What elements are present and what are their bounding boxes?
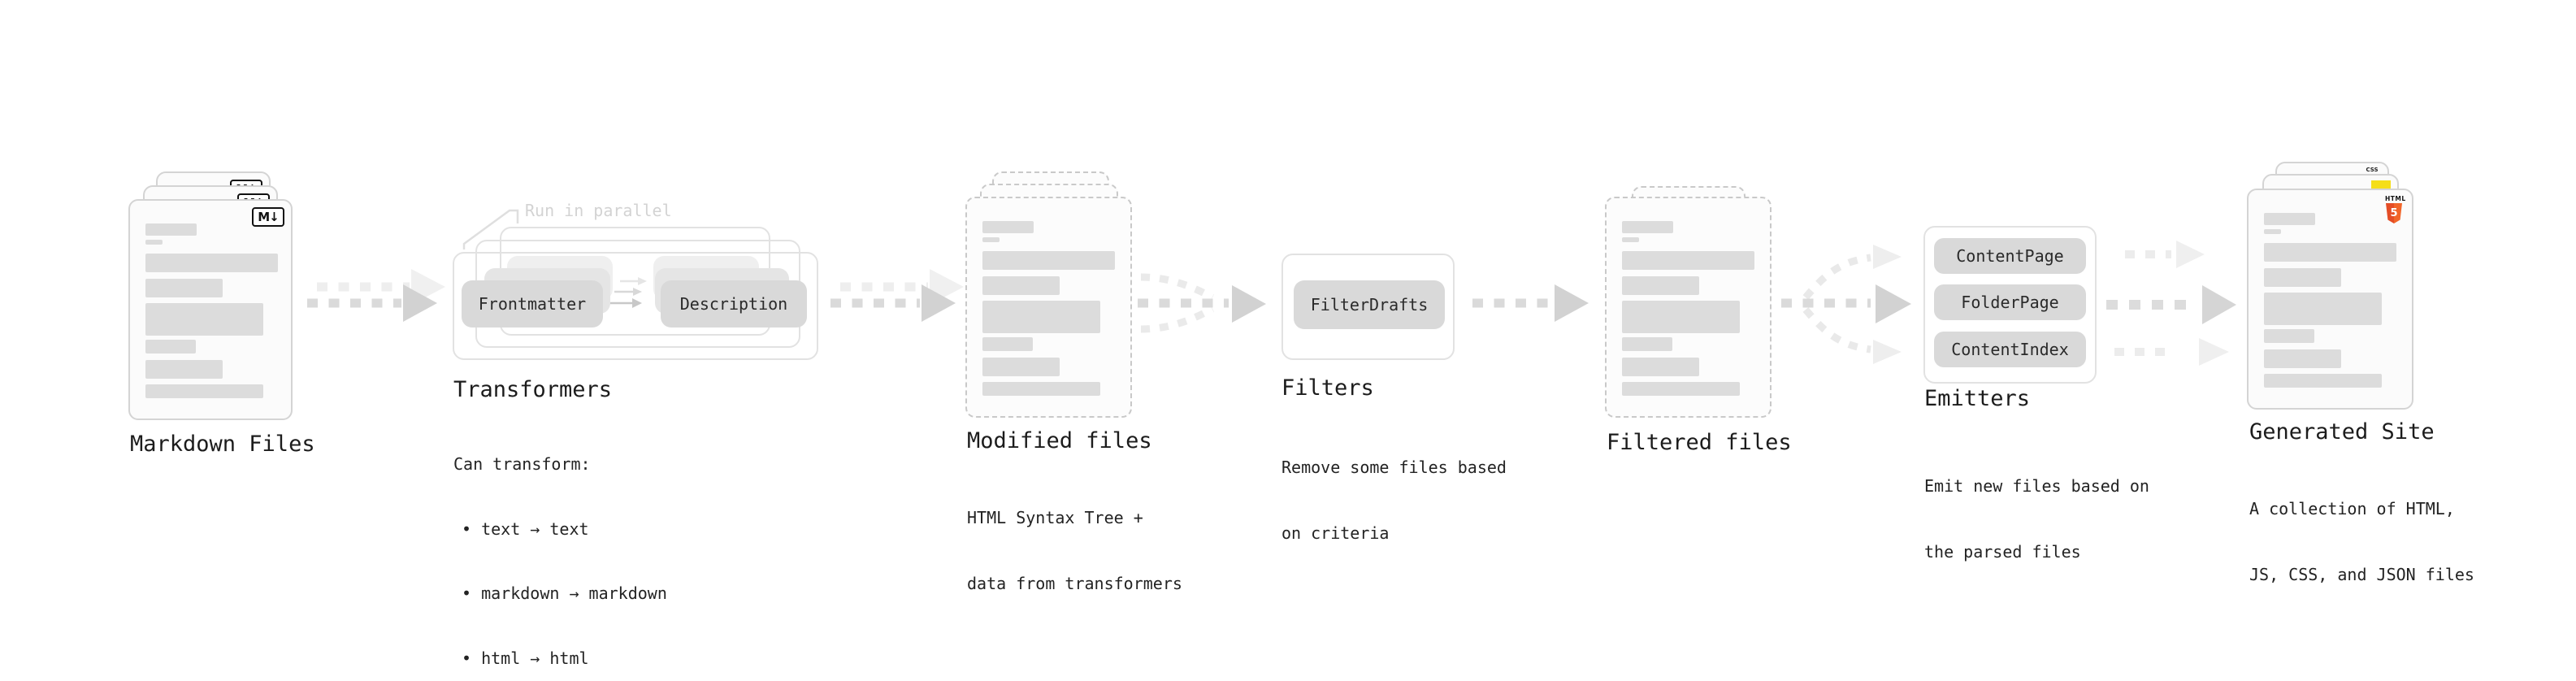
transformers-caption: Can transform: • text → text • markdown … [453, 454, 667, 668]
arrow-filtered-to-emitters-split [1781, 245, 1911, 364]
filters-box [1281, 254, 1455, 360]
arrow-transformers-to-modified [830, 269, 964, 322]
contentindex-chip: ContentIndex [1934, 332, 2086, 367]
folderpage-chip: FolderPage [1934, 284, 2086, 320]
arrow-filters-to-filtered [1472, 284, 1589, 322]
contentpage-chip: ContentPage [1934, 238, 2086, 274]
file-content-skeleton [982, 221, 1115, 396]
filters-caption: Remove some files based on criteria [1281, 458, 1507, 543]
markdown-files-label: Markdown Files [130, 432, 315, 457]
emitters-box [1923, 226, 2097, 384]
arrow-markdown-to-transformers [307, 269, 445, 322]
modified-files-label: Modified files [967, 428, 1152, 453]
generated-site-caption: A collection of HTML, JS, CSS, and JSON … [2249, 499, 2474, 584]
emitters-caption: Emit new files based on the parsed files [1924, 476, 2149, 562]
file-content-skeleton [1622, 221, 1754, 396]
markdown-icon: M↓ [252, 207, 284, 227]
emitters-label: Emitters [1924, 386, 2031, 411]
generated-site-label: Generated Site [2249, 419, 2435, 445]
transformer-box-front [453, 252, 818, 360]
filtered-file-card-front [1605, 197, 1772, 418]
file-content-skeleton [145, 223, 278, 398]
run-in-parallel-annotation: Run in parallel [525, 201, 672, 220]
markdown-file-card-front: M↓ [128, 199, 293, 420]
modified-files-caption: HTML Syntax Tree + data from transformer… [967, 508, 1182, 593]
filtered-files-label: Filtered files [1607, 430, 1792, 455]
generated-file-card-front: HTML 5 [2247, 189, 2413, 410]
html5-icon: HTML 5 [2385, 196, 2405, 223]
transformers-label: Transformers [453, 377, 613, 402]
frontmatter-chip: Frontmatter [462, 280, 603, 327]
file-content-skeleton [2264, 213, 2396, 388]
arrow-emitters-to-generated [2106, 241, 2236, 366]
modified-file-card-front [965, 197, 1132, 418]
filters-label: Filters [1281, 375, 1374, 401]
description-chip: Description [661, 280, 807, 327]
arrow-modified-to-filters-merge [1138, 273, 1266, 333]
filterdrafts-chip: FilterDrafts [1294, 280, 1445, 329]
